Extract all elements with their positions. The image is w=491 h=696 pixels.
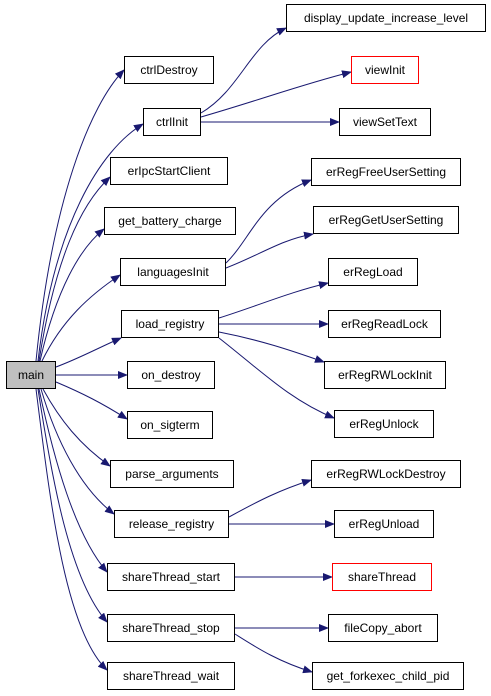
node-erRegRWLockDestroy-label: erRegRWLockDestroy	[326, 467, 446, 481]
edge-main-shareThread_stop	[37, 388, 108, 623]
node-erRegRWLockInit[interactable]: erRegRWLockInit	[324, 361, 446, 389]
node-erRegGetUserSetting-label: erRegGetUserSetting	[328, 213, 444, 227]
edge-main-languagesInit	[41, 274, 121, 362]
node-get_forkexec_child_pid-label: get_forkexec_child_pid	[326, 669, 450, 683]
edge-main-release_registry	[40, 388, 115, 515]
node-release_registry[interactable]: release_registry	[114, 510, 229, 538]
edge-ctrlInit-display_update_increase_level	[200, 27, 287, 114]
node-erRegLoad-label: erRegLoad	[343, 265, 403, 279]
node-display_update_increase_level[interactable]: display_update_increase_level	[286, 4, 486, 32]
node-get_forkexec_child_pid[interactable]: get_forkexec_child_pid	[312, 662, 464, 690]
node-shareThread_start[interactable]: shareThread_start	[107, 563, 235, 591]
node-on_sigterm[interactable]: on_sigterm	[127, 411, 213, 439]
node-shareThread_start-label: shareThread_start	[121, 570, 221, 584]
edge-main-erIpcStartClient	[38, 176, 111, 362]
edge-main-shareThread_wait	[35, 388, 108, 671]
node-ctrlInit-label: ctrlInit	[155, 115, 188, 129]
node-shareThread_stop-label: shareThread_stop	[122, 621, 220, 635]
node-ctrlDestroy[interactable]: ctrlDestroy	[124, 56, 214, 84]
node-shareThread_stop[interactable]: shareThread_stop	[107, 614, 235, 642]
edge-load_registry-erRegLoad	[218, 281, 329, 319]
node-on_destroy[interactable]: on_destroy	[127, 361, 215, 389]
node-load_registry-label: load_registry	[135, 317, 205, 331]
node-erRegRWLockDestroy[interactable]: erRegRWLockDestroy	[311, 460, 461, 488]
edge-shareThread_stop-get_forkexec_child_pid	[234, 633, 313, 674]
edge-main-get_battery_charge	[39, 228, 105, 362]
node-shareThread_wait-label: shareThread_wait	[122, 669, 220, 683]
node-fileCopy_abort-label: fileCopy_abort	[344, 621, 422, 635]
node-erIpcStartClient-label: erIpcStartClient	[127, 164, 211, 178]
node-viewSetText-label: viewSetText	[352, 115, 418, 129]
edge-ctrlInit-viewInit	[200, 70, 352, 118]
node-ctrlInit[interactable]: ctrlInit	[143, 108, 201, 136]
node-erRegLoad[interactable]: erRegLoad	[328, 258, 418, 286]
edge-load_registry-erRegUnlock	[218, 337, 335, 419]
edge-main-shareThread_start	[38, 388, 108, 573]
edge-languagesInit-erRegFreeUserSetting	[225, 179, 312, 264]
node-viewInit-label: viewInit	[364, 63, 405, 77]
node-erRegUnlock[interactable]: erRegUnlock	[334, 410, 434, 438]
node-erRegFreeUserSetting[interactable]: erRegFreeUserSetting	[311, 158, 461, 186]
node-parse_arguments-label: parse_arguments	[125, 467, 219, 481]
node-viewInit[interactable]: viewInit	[351, 56, 419, 84]
node-erRegUnload[interactable]: erRegUnload	[334, 510, 434, 538]
node-shareThread[interactable]: shareThread	[332, 563, 432, 591]
node-erRegRWLockInit-label: erRegRWLockInit	[338, 368, 432, 382]
node-fileCopy_abort[interactable]: fileCopy_abort	[328, 614, 438, 642]
node-load_registry[interactable]: load_registry	[121, 310, 219, 338]
node-on_destroy-label: on_destroy	[141, 368, 201, 382]
node-main-label: main	[17, 368, 44, 382]
edge-main-ctrlInit	[37, 123, 144, 362]
node-erRegUnload-label: erRegUnload	[348, 517, 420, 531]
node-erRegReadLock-label: erRegReadLock	[341, 317, 428, 331]
edge-main-on_sigterm	[55, 381, 128, 420]
node-release_registry-label: release_registry	[128, 517, 215, 531]
edge-main-ctrlDestroy	[35, 69, 125, 362]
node-erRegGetUserSetting[interactable]: erRegGetUserSetting	[313, 206, 459, 234]
node-get_battery_charge[interactable]: get_battery_charge	[104, 207, 236, 235]
node-ctrlDestroy-label: ctrlDestroy	[140, 63, 198, 77]
node-erRegReadLock[interactable]: erRegReadLock	[328, 310, 441, 338]
node-display_update_increase_level-label: display_update_increase_level	[303, 11, 469, 25]
node-languagesInit-label: languagesInit	[137, 265, 209, 279]
node-erRegFreeUserSetting-label: erRegFreeUserSetting	[325, 165, 447, 179]
node-shareThread-label: shareThread	[347, 570, 417, 584]
edge-release_registry-erRegRWLockDestroy	[228, 478, 312, 518]
node-get_battery_charge-label: get_battery_charge	[118, 214, 222, 228]
node-erRegUnlock-label: erRegUnlock	[349, 417, 419, 431]
edge-main-parse_arguments	[42, 388, 111, 467]
node-shareThread_wait[interactable]: shareThread_wait	[107, 662, 235, 690]
node-languagesInit[interactable]: languagesInit	[120, 258, 226, 286]
node-viewSetText[interactable]: viewSetText	[339, 108, 431, 136]
node-main: main	[6, 361, 56, 389]
edge-languagesInit-erRegGetUserSetting	[225, 231, 314, 269]
edge-main-load_registry	[55, 337, 122, 368]
node-erIpcStartClient[interactable]: erIpcStartClient	[110, 157, 228, 185]
node-on_sigterm-label: on_sigterm	[140, 418, 200, 432]
edge-load_registry-erRegRWLockInit	[218, 331, 325, 363]
node-parse_arguments[interactable]: parse_arguments	[110, 460, 234, 488]
